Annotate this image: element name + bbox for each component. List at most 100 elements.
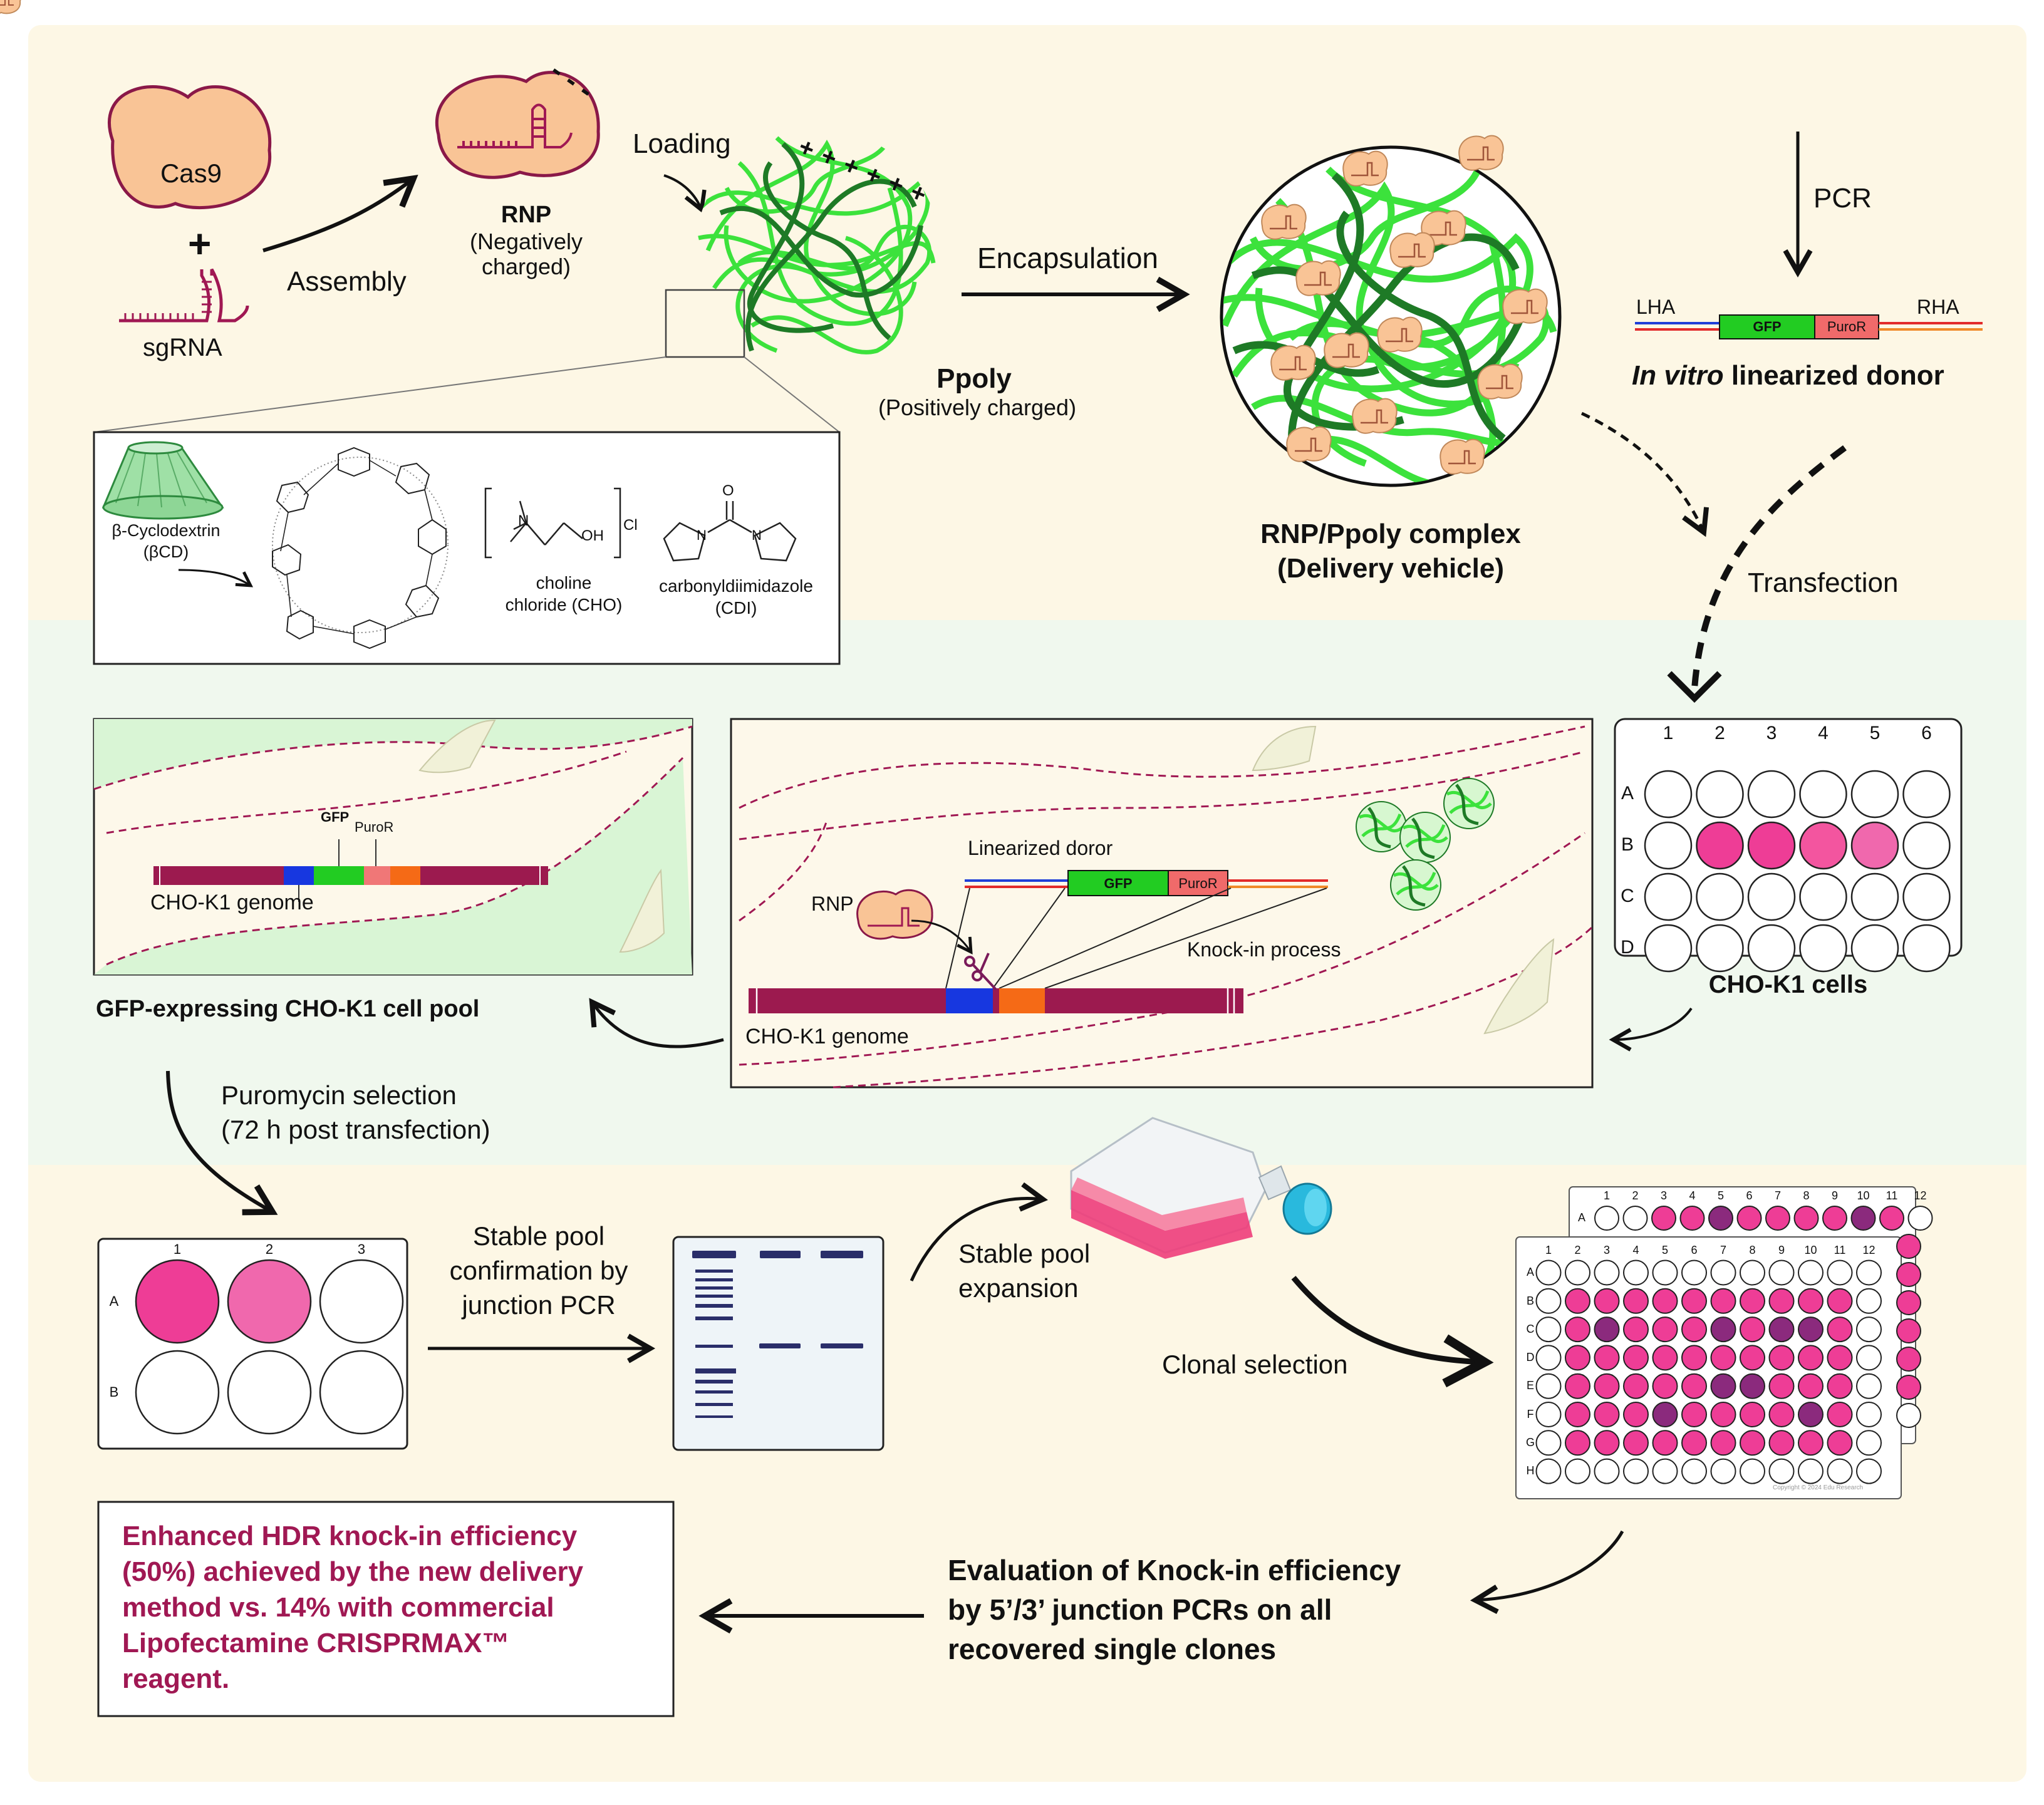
clone-well-A8 <box>1740 1259 1765 1286</box>
clone-well-C7 <box>1710 1316 1736 1343</box>
clone-plate-column-label: 3 <box>1603 1244 1610 1257</box>
clone-well-B2 <box>1565 1288 1590 1314</box>
cho-k1-well-B2 <box>1696 821 1744 870</box>
choline-n: N <box>518 512 529 529</box>
clone-well-C5 <box>1652 1316 1678 1343</box>
rnp-blob <box>1295 260 1341 296</box>
sphere-rnp-blobs <box>1261 135 1548 475</box>
clone-plate-column-label: 9 <box>1778 1244 1785 1257</box>
clone-well-D1 <box>1535 1345 1562 1371</box>
rnp-blob <box>1342 150 1388 187</box>
back-plate-well-A2 <box>1622 1206 1648 1231</box>
clone-well-E4 <box>1623 1373 1649 1399</box>
transfection-label: Transfection <box>1748 567 1899 598</box>
clone-well-G1 <box>1535 1430 1562 1456</box>
clone-plate-row-label: G <box>1525 1436 1535 1449</box>
back-plate-column-label: 11 <box>1886 1189 1898 1202</box>
clone-well-G6 <box>1681 1430 1707 1456</box>
clone-well-A11 <box>1827 1259 1853 1286</box>
rnp-complex-icon <box>435 71 600 179</box>
clone-well-A10 <box>1798 1259 1824 1286</box>
cdi-o: O <box>722 482 734 499</box>
transfection-arrow-large <box>1691 445 1847 690</box>
back-plate-well-A6 <box>1736 1206 1762 1231</box>
clone-well-G8 <box>1740 1430 1765 1456</box>
transfection-arrow-small <box>1580 411 1709 537</box>
clone-well-F3 <box>1594 1402 1620 1427</box>
ppoly-polymer-ball <box>695 128 940 373</box>
gfp-pool-title: GFP-expressing CHO-K1 cell pool <box>96 996 480 1022</box>
clone-well-E12 <box>1856 1373 1882 1399</box>
choline-name: choline <box>536 573 592 592</box>
knockin-puror-label: PuroR <box>1178 876 1218 891</box>
gfp-pool-box <box>93 718 693 976</box>
rnp-blob <box>1261 204 1307 240</box>
rnp-subtitle-line2: charged) <box>481 254 571 279</box>
cho-k1-well-C2 <box>1696 872 1744 921</box>
clone-well-A3 <box>1594 1259 1620 1286</box>
clone-well-E6 <box>1681 1373 1707 1399</box>
clone-well-C12 <box>1856 1316 1882 1343</box>
clone-well-E5 <box>1652 1373 1678 1399</box>
stable-confirm-line3: junction PCR <box>462 1290 616 1320</box>
cdi-abbreviation: (CDI) <box>715 598 757 618</box>
back-plate-well-A3 <box>1651 1206 1676 1231</box>
pool-genome-label: CHO-K1 genome <box>150 891 314 914</box>
choline-cl: Cl <box>623 517 638 534</box>
back-plate-edge-well <box>1896 1318 1921 1343</box>
cho-k1-well-A6 <box>1902 770 1951 819</box>
cho-k1-column-label: 2 <box>1715 723 1725 743</box>
clone-plate-column-label: 4 <box>1632 1244 1639 1257</box>
cho-k1-row-label: D <box>1621 937 1634 958</box>
cho-k1-well-D1 <box>1644 924 1693 973</box>
back-plate-edge-well <box>1896 1262 1921 1287</box>
knockin-genome-label: CHO-K1 genome <box>745 1025 909 1048</box>
clone-well-A7 <box>1710 1259 1736 1286</box>
clone-well-H11 <box>1827 1458 1853 1484</box>
clone-well-H2 <box>1565 1458 1590 1484</box>
six-well-plate-wells <box>135 1259 404 1435</box>
plus-sign: + <box>188 221 212 266</box>
clone-well-E3 <box>1594 1373 1620 1399</box>
back-plate-edge-well <box>1896 1403 1921 1428</box>
expansion-line2: expansion <box>958 1273 1079 1303</box>
stable-confirm-line2: confirmation by <box>449 1256 628 1285</box>
result-box <box>97 1501 675 1717</box>
pool-gfp-label: GFP <box>321 809 350 825</box>
clone-well-B9 <box>1768 1288 1795 1314</box>
knockin-rnp-label: RNP <box>811 892 854 915</box>
clone-well-E2 <box>1565 1373 1590 1399</box>
culture-flask-icon <box>1070 1117 1332 1259</box>
in-vitro-linearized-donor <box>1635 314 1983 339</box>
clone-well-B10 <box>1798 1288 1824 1314</box>
clone-well-H6 <box>1681 1458 1707 1484</box>
clone-plate-column-label: 12 <box>1862 1244 1875 1257</box>
clone-plate-row-label: C <box>1526 1322 1535 1335</box>
cho-k1-well-D3 <box>1747 924 1796 973</box>
rnp-title: RNP <box>501 202 552 228</box>
ppoly-subtitle: (Positively charged) <box>878 395 1077 420</box>
clone-well-B7 <box>1710 1288 1736 1314</box>
clone-well-G2 <box>1565 1430 1590 1456</box>
clone-well-H7 <box>1710 1458 1736 1484</box>
cho-k1-column-label: 4 <box>1818 723 1829 743</box>
knockin-process-label: Knock-in process <box>1187 938 1341 961</box>
clone-well-G7 <box>1710 1430 1736 1456</box>
knockin-gfp-label: GFP <box>1104 876 1133 891</box>
cho-k1-well-B3 <box>1747 821 1796 870</box>
clone-well-D2 <box>1565 1345 1590 1371</box>
choline-oh: OH <box>581 527 604 544</box>
six-well-A2 <box>227 1259 312 1344</box>
rnp-blob <box>1477 363 1523 400</box>
plate-copyright: Copyright © 2024 Edu Research <box>1773 1484 1864 1491</box>
back-plate-column-label: 2 <box>1632 1189 1639 1202</box>
clone-well-E10 <box>1798 1373 1824 1399</box>
clone-well-A12 <box>1856 1259 1882 1286</box>
cho-k1-column-label: 5 <box>1869 723 1881 743</box>
back-plate-column-label: 5 <box>1717 1189 1724 1202</box>
knockin-process-box <box>730 718 1594 1089</box>
clone-plate-row-label: E <box>1526 1379 1534 1392</box>
arrow-to-gfp-pool <box>589 998 724 1048</box>
back-plate-column-label: 9 <box>1831 1189 1838 1202</box>
